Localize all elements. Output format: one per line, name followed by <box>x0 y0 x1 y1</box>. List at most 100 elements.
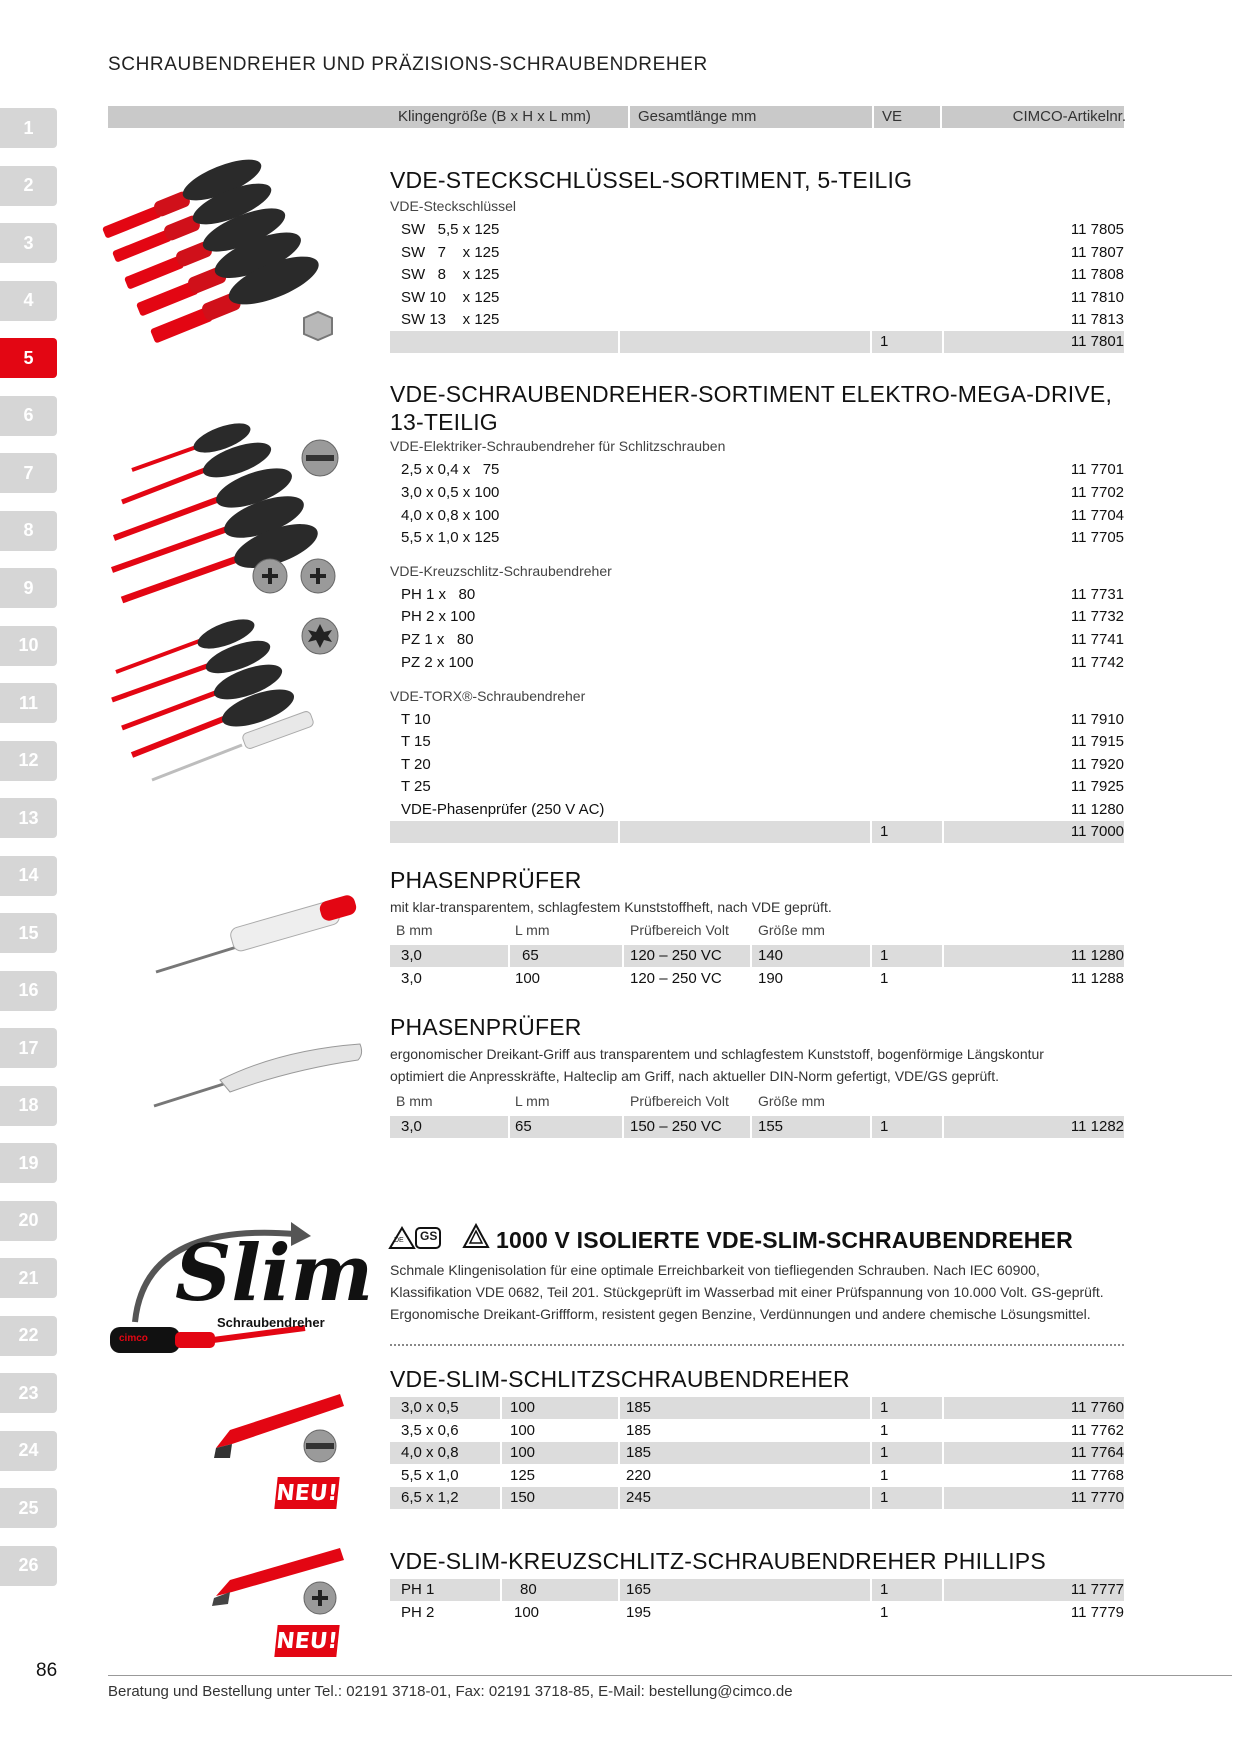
cell-size: 3,0 x 0,5 x 100 <box>401 484 500 501</box>
cell-article: 11 1280 <box>1070 947 1124 964</box>
cell-size: 190 <box>758 970 784 987</box>
section-title-phase-tester-1: PHASENPRÜFER <box>390 867 582 893</box>
chapter-tab-7[interactable]: 7 <box>0 453 57 493</box>
slim-logo-subtitle: Schraubendreher <box>217 1315 325 1330</box>
chapter-tab-20[interactable]: 20 <box>0 1200 57 1241</box>
cell-size: T 20 <box>401 756 431 773</box>
chapter-tab-2[interactable]: 2 <box>0 165 57 206</box>
chapter-tab-9[interactable]: 9 <box>0 568 57 608</box>
chapter-tab-23[interactable]: 23 <box>0 1373 57 1413</box>
chapter-tab-21[interactable]: 21 <box>0 1258 57 1298</box>
chapter-tab-24[interactable]: 24 <box>0 1430 57 1471</box>
chapter-tab-19[interactable]: 19 <box>0 1143 57 1183</box>
cell-ve: 1 <box>880 1399 889 1416</box>
subtitle-slotted: VDE-Elektriker-Schraubendreher für Schli… <box>390 438 726 454</box>
description-line: ergonomischer Dreikant-Griff aus transpa… <box>390 1046 1044 1062</box>
cell-article: 11 7770 <box>1070 1489 1124 1506</box>
phase-tester-ergonomic-image <box>153 1043 363 1108</box>
cell-size: PH 1 x 80 <box>401 586 476 603</box>
cell-blade-length: 100 <box>510 1444 536 1461</box>
cell-size: 5,5 x 1,0 x 125 <box>401 529 500 546</box>
section-title-phase-tester-2: PHASENPRÜFER <box>390 1014 582 1040</box>
cell-article: 11 7701 <box>1070 461 1124 478</box>
cell-article: 11 7762 <box>1070 1422 1124 1439</box>
cell-article: 11 7000 <box>1070 823 1124 840</box>
cell-total-length: 195 <box>626 1604 652 1621</box>
chapter-tab-1[interactable]: 1 <box>0 108 57 148</box>
cell-article: 11 1288 <box>1070 970 1124 987</box>
cell-size: 3,0 x 0,5 <box>401 1399 459 1416</box>
cell-size: 5,5 x 1,0 <box>401 1467 459 1484</box>
cell-article: 11 7808 <box>1070 266 1124 283</box>
cell-size: T 25 <box>401 778 431 795</box>
cell-total-length: 185 <box>626 1444 652 1461</box>
cell-article: 11 7801 <box>1070 333 1124 350</box>
chapter-tab-26[interactable]: 26 <box>0 1545 57 1586</box>
cell-article: 11 1282 <box>1070 1118 1124 1135</box>
chapter-tab-12[interactable]: 12 <box>0 740 57 781</box>
section-title-screwdriver-set: VDE-SCHRAUBENDREHER-SORTIMENT ELEKTRO-ME… <box>390 380 1112 436</box>
chapter-tab-6[interactable]: 6 <box>0 395 57 436</box>
cell-size: SW 8 x 125 <box>401 266 500 283</box>
new-badge: NEU! <box>274 1477 340 1509</box>
chapter-tab-15[interactable]: 15 <box>0 913 57 953</box>
cell-article: 11 7805 <box>1070 221 1124 238</box>
col-size: Größe mm <box>758 922 825 938</box>
cell-article: 11 7813 <box>1070 311 1124 328</box>
cell-size: SW 5,5 x 125 <box>401 221 500 238</box>
cell-total-length: 185 <box>626 1399 652 1416</box>
table-row: SW 8 x 125 11 7808 <box>390 264 1124 286</box>
cell-article: 11 7732 <box>1070 608 1124 625</box>
cell-size: 155 <box>758 1118 784 1135</box>
chapter-tab-3[interactable]: 3 <box>0 223 57 263</box>
table-row: VDE-Phasenprüfer (250 V AC)11 1280 <box>390 799 1124 821</box>
chapter-tab-8[interactable]: 8 <box>0 510 57 551</box>
screwdriver-set-image <box>110 423 339 782</box>
chapter-tab-16[interactable]: 16 <box>0 970 57 1011</box>
subtitle-phillips: VDE-Kreuzschlitz-Schraubendreher <box>390 563 612 579</box>
description: Schmale Klingenisolation für eine optima… <box>390 1259 1150 1325</box>
cell-article: 11 7920 <box>1070 756 1124 773</box>
section-title-slim: 1000 V ISOLIERTE VDE-SLIM-SCHRAUBENDREHE… <box>496 1227 1073 1253</box>
table-header: B mm L mm Prüfbereich Volt Größe mm <box>390 922 1124 942</box>
chapter-tab-10[interactable]: 10 <box>0 625 57 666</box>
page-number: 86 <box>36 1660 58 1681</box>
cell-article: 11 7807 <box>1070 244 1124 261</box>
chapter-tab-13[interactable]: 13 <box>0 798 57 838</box>
chapter-tab-4[interactable]: 4 <box>0 280 57 321</box>
cell-l: 100 <box>515 970 541 987</box>
cell-blade-length: 100 <box>510 1422 536 1439</box>
section-title-socket-set: VDE-STECKSCHLÜSSEL-SORTIMENT, 5-TEILIG <box>390 167 913 193</box>
cell-blade-length: 150 <box>510 1489 536 1506</box>
cell-ve: 1 <box>880 1604 889 1621</box>
chapter-tab-22[interactable]: 22 <box>0 1315 57 1356</box>
cell-ve: 1 <box>880 823 889 840</box>
chapter-tab-17[interactable]: 17 <box>0 1028 57 1068</box>
chapter-tab-11[interactable]: 11 <box>0 683 57 723</box>
divider <box>390 1344 1124 1346</box>
cell-size: T 10 <box>401 711 431 728</box>
cell-ve: 1 <box>880 1467 889 1484</box>
table-row-total: 1 11 7801 <box>390 331 1124 353</box>
cell-l: 65 <box>522 947 539 964</box>
cell-article: 11 1280 <box>1070 801 1124 818</box>
table-row: 3,0 65 120 – 250 VC 140 1 11 1280 <box>390 945 1124 967</box>
chapter-tab-14[interactable]: 14 <box>0 855 57 896</box>
cell-article: 11 7704 <box>1070 507 1124 524</box>
chapter-tab-5[interactable]: 5 <box>0 338 57 378</box>
cell-b: 3,0 <box>401 970 422 987</box>
section-title-slim-slotted: VDE-SLIM-SCHLITZSCHRAUBENDREHER <box>390 1366 850 1392</box>
cell-size: 6,5 x 1,2 <box>401 1489 459 1506</box>
chapter-tab-25[interactable]: 25 <box>0 1488 57 1528</box>
cell-volt: 150 – 250 VC <box>630 1118 722 1135</box>
column-header-bar: Klingengröße (B x H x L mm) Gesamtlänge … <box>108 106 1126 128</box>
voltage-warning-icon <box>462 1223 490 1248</box>
chapter-tab-18[interactable]: 18 <box>0 1085 57 1126</box>
